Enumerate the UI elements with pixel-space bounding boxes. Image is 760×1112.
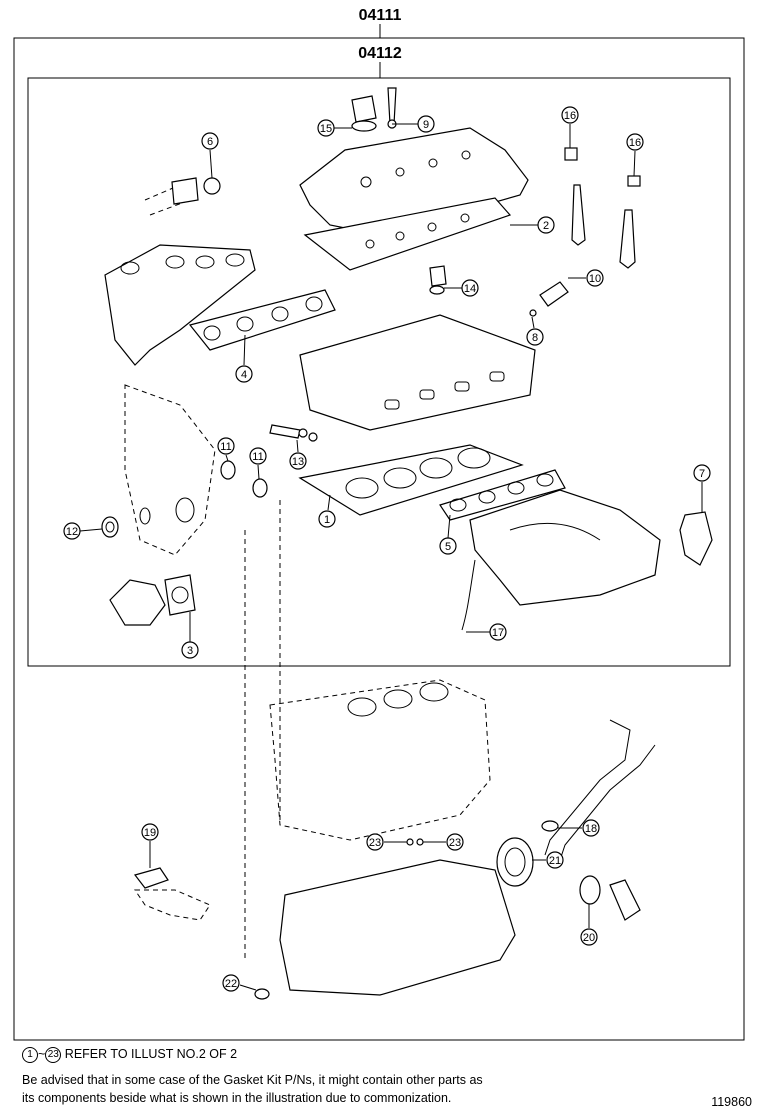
callout-12: 12: [63, 522, 81, 540]
callout-15: 15: [317, 119, 335, 137]
range-separator: ~: [38, 1047, 46, 1061]
oil-pan: [279, 859, 516, 996]
advisory-line-2: its components beside what is shown in t…: [22, 1091, 452, 1105]
callout-22: 22: [222, 974, 240, 992]
engine-valves: [564, 147, 641, 269]
callout-4: 4: [235, 365, 253, 383]
range-start-circle: 1: [22, 1046, 38, 1063]
svg-text:5: 5: [445, 541, 451, 553]
svg-text:20: 20: [583, 932, 595, 944]
svg-text:1: 1: [324, 514, 330, 526]
callout-23a: 23: [366, 833, 384, 851]
svg-text:19: 19: [144, 827, 156, 839]
svg-text:11: 11: [220, 441, 231, 453]
svg-text:22: 22: [225, 978, 237, 990]
callout-20: 20: [580, 928, 598, 946]
svg-text:18: 18: [585, 823, 597, 835]
svg-text:13: 13: [292, 456, 304, 468]
cylinder-head-gasket: [298, 444, 524, 516]
callout-5: 5: [439, 537, 457, 555]
svg-text:17: 17: [492, 627, 504, 639]
refer-note-text: REFER TO ILLUST NO.2 OF 2: [64, 1047, 238, 1061]
callout-23b: 23: [446, 833, 464, 851]
svg-text:23: 23: [369, 837, 381, 849]
head-cover-gasket: [303, 197, 512, 271]
callout-13: 13: [289, 452, 307, 470]
callout-11a: 11: [217, 437, 235, 455]
inner-kit-number: 04112: [358, 45, 402, 62]
svg-text:16: 16: [564, 110, 576, 122]
callout-6: 6: [201, 132, 219, 150]
svg-text:2: 2: [543, 220, 549, 232]
cylinder-head: [299, 314, 536, 431]
callout-21: 21: [546, 851, 564, 869]
callout-19: 19: [141, 823, 159, 841]
exhaust-manifold-gasket: [188, 289, 336, 351]
outer-kit-frame: [13, 37, 745, 1041]
callout-10: 10: [586, 269, 604, 287]
svg-text:16: 16: [629, 137, 641, 149]
svg-text:11: 11: [252, 451, 263, 463]
intake-manifold-gasket: [439, 469, 566, 521]
exhaust-manifold: [104, 244, 256, 366]
advisory-line-1: Be advised that in some case of the Gask…: [22, 1073, 483, 1087]
callout-17: 17: [489, 623, 507, 641]
svg-text:21: 21: [549, 855, 561, 867]
callout-2: 2: [537, 216, 555, 234]
callout-8: 8: [526, 328, 544, 346]
callout-7: 7: [693, 464, 711, 482]
svg-text:14: 14: [464, 283, 476, 295]
refer-note: 1~23 REFER TO ILLUST NO.2 OF 2: [22, 1046, 237, 1063]
illustration-id: 119860: [711, 1095, 752, 1109]
outer-kit-number: 04111: [359, 7, 402, 24]
svg-text:23: 23: [449, 837, 461, 849]
svg-text:15: 15: [320, 123, 332, 135]
callout-14: 14: [461, 279, 479, 297]
range-end-circle: 23: [45, 1046, 62, 1063]
callout-16a: 16: [561, 106, 579, 124]
svg-text:9: 9: [423, 119, 429, 131]
callout-11b: 11: [249, 447, 267, 465]
svg-text:10: 10: [589, 273, 601, 285]
svg-text:8: 8: [532, 332, 538, 344]
svg-text:4: 4: [241, 369, 247, 381]
inner-kit-frame: [27, 77, 731, 667]
callout-3: 3: [181, 641, 199, 659]
svg-text:6: 6: [207, 136, 213, 148]
callout-16b: 16: [626, 133, 644, 151]
svg-text:7: 7: [699, 468, 705, 480]
svg-text:3: 3: [187, 645, 193, 657]
water-pump: [109, 574, 196, 626]
callout-9: 9: [417, 115, 435, 133]
oil-filler-cap: [351, 87, 397, 132]
callout-18: 18: [582, 819, 600, 837]
svg-text:12: 12: [66, 526, 78, 538]
intake-manifold: [469, 489, 661, 606]
callout-1: 1: [318, 510, 336, 528]
